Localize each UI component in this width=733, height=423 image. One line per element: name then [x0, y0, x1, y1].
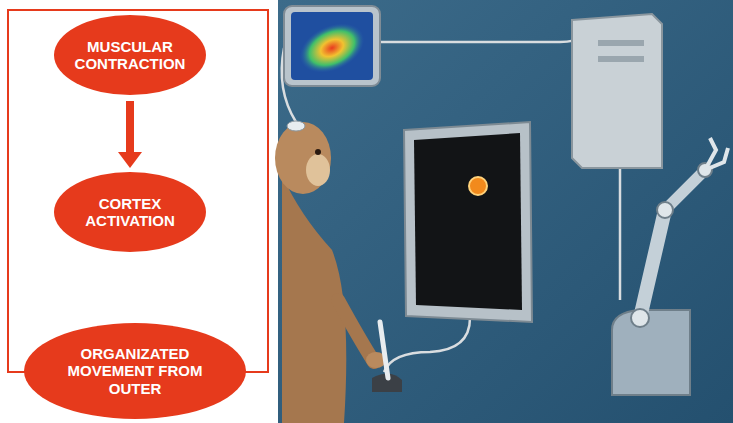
node-label: CORTEX ACTIVATION [74, 195, 186, 230]
scene-background [278, 0, 733, 423]
ellipse-node: ORGANIZATED MOVEMENT FROM OUTER [24, 323, 246, 419]
flow-arrow [118, 101, 142, 168]
node-label: MUSCULAR CONTRACTION [74, 38, 186, 73]
experiment-scene [275, 0, 733, 423]
monkey [275, 121, 386, 423]
task-monitor [404, 122, 532, 322]
robot-arm [612, 138, 728, 395]
brain-map-screen [284, 6, 380, 86]
ellipse-node: MUSCULAR CONTRACTION [54, 15, 206, 95]
computer-tower [572, 14, 662, 168]
joystick [372, 322, 402, 392]
bracket-frame [8, 10, 268, 372]
ellipse-node: CORTEX ACTIVATION [54, 172, 206, 252]
node-label: ORGANIZATED MOVEMENT FROM OUTER [48, 345, 222, 397]
